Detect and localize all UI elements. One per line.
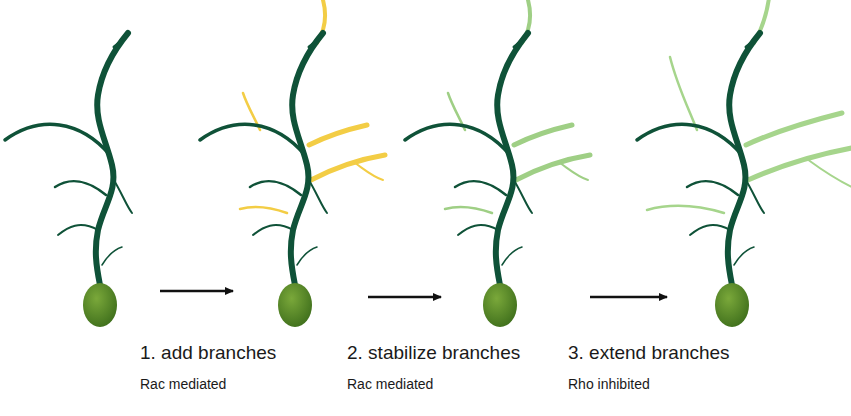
neuron-1: [5, 33, 132, 327]
step-arrow: [368, 296, 441, 299]
neuron-3: [405, 0, 590, 327]
step-title: 3. extend branches: [568, 342, 730, 364]
neuron-2: [200, 0, 385, 327]
step-mechanism: Rac mediated: [347, 376, 433, 392]
step-mechanism: Rho inhibited: [568, 376, 650, 392]
step-title: 1. add branches: [140, 342, 276, 364]
step-arrows: [160, 291, 667, 297]
step-arrow: [590, 296, 667, 299]
step-mechanism: Rac mediated: [140, 376, 226, 392]
step-arrow: [160, 290, 233, 293]
step-title: 2. stabilize branches: [347, 342, 520, 364]
neuron-4: [637, 0, 851, 327]
